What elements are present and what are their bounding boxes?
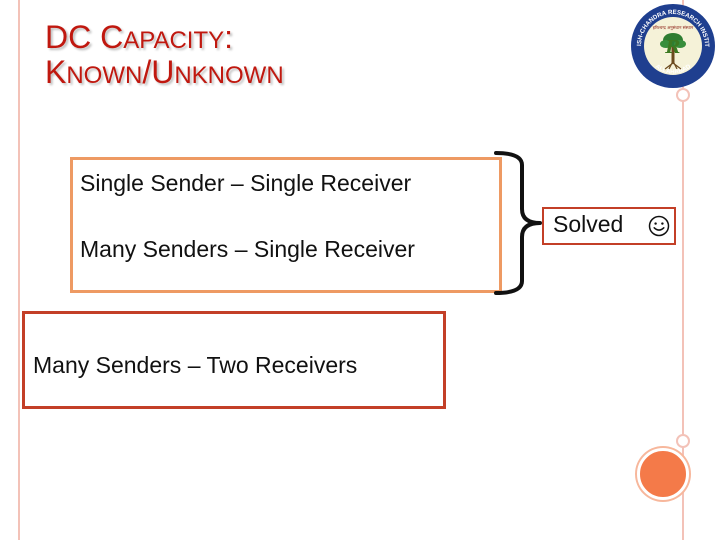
title-text: APACITY [123, 27, 225, 54]
left-decorative-rule [18, 0, 20, 540]
title-line-1: DC CAPACITY: [45, 20, 284, 55]
unknown-case-box [22, 311, 446, 409]
orange-circle-decoration [637, 448, 689, 500]
case-single-sender-single-receiver: Single Sender – Single Receiver [80, 170, 412, 196]
logo-monogram: R [665, 37, 681, 58]
title-text: /U [142, 53, 175, 90]
case-many-senders-single-receiver: Many Senders – Single Receiver [80, 236, 415, 262]
tree-icon [660, 33, 686, 70]
title-text: NOWN [66, 61, 143, 89]
institute-logo: HARISH-CHANDRA RESEARCH INSTITUTE ALLAHA… [630, 3, 715, 88]
known-cases-box [70, 157, 502, 293]
rule-ring-icon [676, 434, 690, 448]
case-many-senders-two-receivers: Many Senders – Two Receivers [33, 352, 358, 378]
rule-ring-icon [676, 88, 690, 102]
title-line-2: KNOWN/UNKNOWN [45, 53, 284, 90]
title-text: : [224, 19, 234, 55]
title-text: NKNOWN [174, 61, 284, 89]
smiley-face-icon [648, 215, 670, 237]
title-text: K [45, 53, 67, 90]
right-brace-icon [494, 151, 542, 295]
solved-badge [542, 207, 676, 245]
logo-center-text: हरिश्चन्द्र अनुसंधान संस्थान [653, 25, 694, 31]
right-decorative-rule [682, 0, 684, 540]
slide-title: DC CAPACITY: KNOWN/UNKNOWN [45, 20, 284, 89]
title-text: DC C [45, 19, 124, 55]
solved-label: Solved [553, 211, 624, 237]
